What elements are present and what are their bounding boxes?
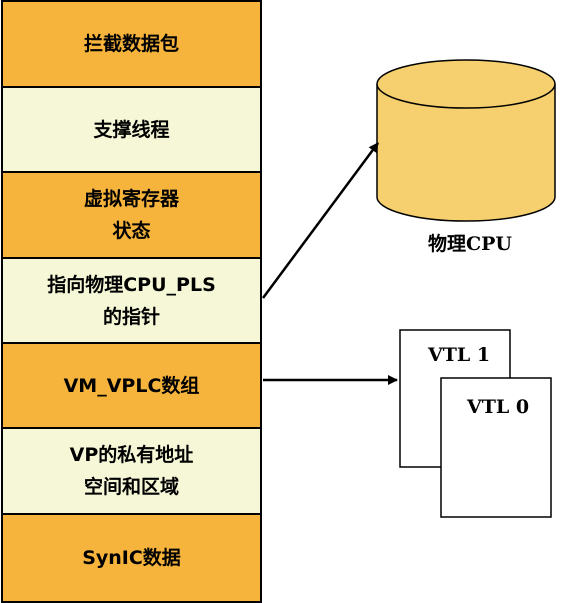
physical-cpu-label: 物理CPU (428, 233, 512, 255)
stack-cell-intercept-packet: 拦截数据包 (3, 2, 260, 88)
stack-cell-physical-cpu-pls-pointer: 指向物理CPU_PLS 的指针 (3, 259, 260, 344)
physical-cpu-cylinder (376, 59, 556, 222)
vtl-1-label: VTL 1 (428, 344, 491, 366)
stack-cell-vm-vplc-array: VM_VPLC数组 (3, 344, 260, 429)
vtl-0-label: VTL 0 (467, 396, 530, 418)
stack-cell-vp-private-address-space: VP的私有地址 空间和区域 (3, 429, 260, 515)
stack-cell-support-thread: 支撑线程 (3, 88, 260, 173)
stack-cell-synic-data: SynIC数据 (3, 515, 260, 601)
stack-cell-virtual-register-state: 虚拟寄存器 状态 (3, 173, 260, 259)
vp-structure-stack: 拦截数据包 支撑线程 虚拟寄存器 状态 指向物理CPU_PLS 的指针 VM_V… (1, 0, 262, 603)
arrow-to-physical-cpu (261, 142, 380, 299)
vtl-0-page (440, 377, 552, 518)
